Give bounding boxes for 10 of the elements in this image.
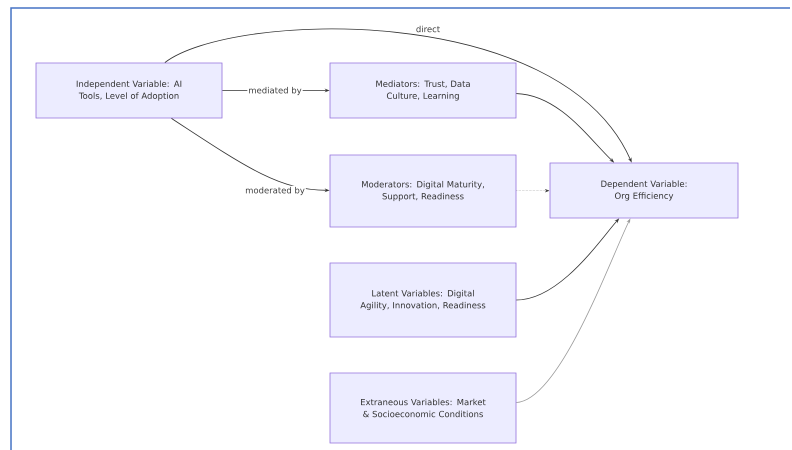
variable-box: Dependent Variable: Org Efficiency <box>550 162 738 218</box>
edge-label: mediated by <box>247 86 303 96</box>
edge-label: moderated by <box>244 186 306 196</box>
variable-box: Mediators: Trust, Data Culture, Learning <box>330 62 516 118</box>
edge-label: direct <box>414 24 442 34</box>
variable-box: Extraneous Variables: Market & Socioeconomic Conditions <box>330 372 516 444</box>
variable-box: Latent Variables: Digital Agility, Innovation, Readiness <box>330 262 516 338</box>
arrow <box>516 189 550 192</box>
variable-box: Moderators: Digital Maturity, Support, Readiness <box>330 154 516 228</box>
variable-box: Independent Variable: AI Tools, Level of Adoption <box>36 62 222 118</box>
